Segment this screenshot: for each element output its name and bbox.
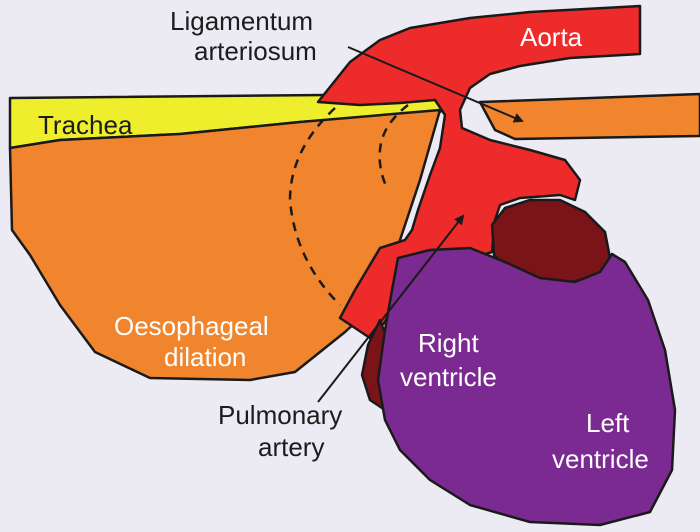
label-oesophageal-line2: dilation — [164, 342, 246, 372]
dashed-contour-outer — [288, 107, 341, 306]
oesophageal-dilation-shape — [8, 108, 442, 382]
label-left-ventricle-line1: Left — [586, 408, 630, 438]
aorta-pulmonary-shape — [316, 4, 642, 340]
label-right-ventricle-line2: ventricle — [400, 362, 497, 392]
label-ligamentum-line2: arteriosum — [194, 36, 317, 66]
oesophagus-tube-shape — [478, 92, 700, 141]
label-oesophageal-line1: Oesophageal — [114, 311, 269, 341]
left-ventricle-shape — [376, 246, 677, 527]
label-trachea: Trachea — [38, 110, 133, 140]
label-right-ventricle-line1: Right — [418, 328, 479, 358]
label-pulmonary-line1: Pulmonary — [218, 400, 342, 430]
dashed-contour-inner — [378, 104, 409, 191]
label-left-ventricle-line2: ventricle — [552, 444, 649, 474]
label-aorta: Aorta — [520, 22, 583, 52]
label-pulmonary-line2: artery — [258, 432, 324, 462]
pulmonary-arrow — [317, 214, 465, 403]
label-ligamentum-line1: Ligamentum — [170, 6, 313, 36]
ligamentum-arrow — [347, 46, 524, 123]
